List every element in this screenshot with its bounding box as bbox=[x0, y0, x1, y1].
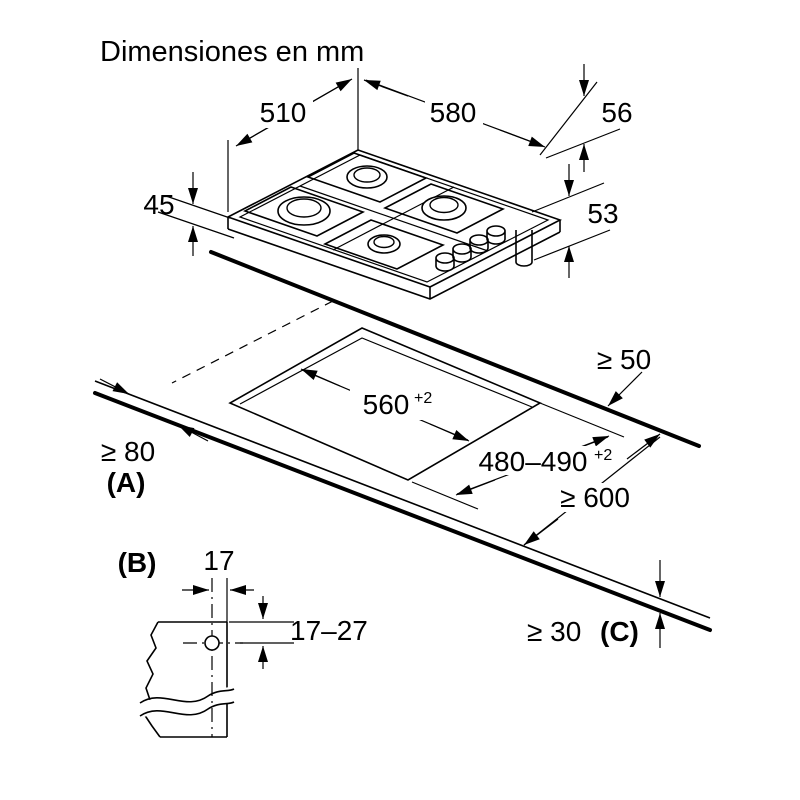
dim-profile-top-56: 56 bbox=[601, 97, 632, 128]
dim-cutout-width-560: 560 bbox=[363, 389, 410, 420]
hob-foot bbox=[515, 230, 533, 267]
hob-dimensions: 510 580 56 53 45 bbox=[143, 64, 633, 278]
detail-b-section: (B) 17 17–27 bbox=[118, 545, 368, 738]
ref-label-b: (B) bbox=[118, 547, 157, 578]
panel-cross-section bbox=[136, 621, 236, 738]
dim-hole-edge-17: 17 bbox=[203, 545, 234, 576]
dim-left-clearance-80: ≥ 80 bbox=[101, 436, 155, 467]
pan-support-grates bbox=[242, 152, 506, 270]
dim-rear-clearance-50: ≥ 50 bbox=[597, 344, 651, 375]
worktop-front-bottom-edge bbox=[93, 391, 712, 632]
dim-cutout-depth-tolerance: +2 bbox=[594, 447, 612, 464]
worktop-dimensions: 560 +2 480–490 +2 ≥ 50 ≥ 80 (A) ≥ 600 ≥ … bbox=[99, 344, 665, 648]
dim-height-45: 45 bbox=[143, 189, 174, 220]
fixing-hole bbox=[204, 635, 220, 651]
section-break-line-2 bbox=[139, 701, 235, 717]
hob-inner-rim bbox=[238, 154, 550, 283]
dim-front-thickness-30: ≥ 30 bbox=[527, 616, 581, 647]
ref-label-a: (A) bbox=[107, 467, 146, 498]
cutout-inner-edge bbox=[239, 337, 533, 408]
dim-cutout-depth-480-490: 480–490 bbox=[478, 446, 587, 477]
dim-cutout-width-tolerance: +2 bbox=[414, 390, 432, 407]
dim-worktop-depth-600: ≥ 600 bbox=[560, 482, 630, 513]
dim-width-580: 580 bbox=[430, 97, 477, 128]
dim-depth-510: 510 bbox=[260, 97, 307, 128]
control-knobs bbox=[435, 225, 506, 272]
burners bbox=[277, 165, 467, 254]
section-break-line-1 bbox=[139, 688, 235, 704]
dim-profile-bottom-53: 53 bbox=[587, 198, 618, 229]
dim-hole-depth-17-27: 17–27 bbox=[290, 615, 368, 646]
worktop-rear-edge bbox=[209, 250, 701, 448]
cutout-opening bbox=[228, 327, 542, 481]
worktop-front-top-edge bbox=[94, 380, 711, 619]
hob-isometric-drawing bbox=[225, 149, 563, 300]
ref-label-c: (C) bbox=[600, 616, 639, 647]
projection-dashed-line bbox=[171, 300, 334, 384]
diagram-title: Dimensiones en mm bbox=[100, 36, 364, 68]
worktop-drawing bbox=[93, 250, 712, 632]
